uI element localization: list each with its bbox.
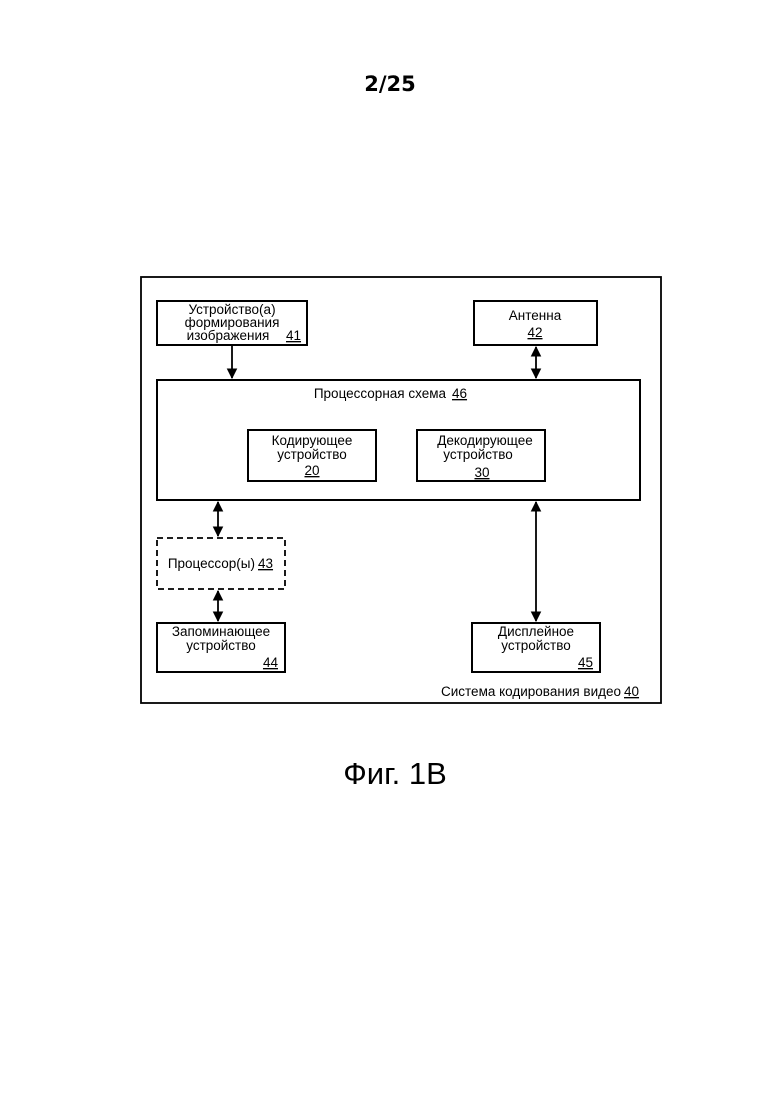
- memory-box: Запоминающее устройство 44: [157, 623, 285, 672]
- encoder-box: Кодирующее устройство 20: [248, 430, 376, 481]
- system-label: Система кодирования видео: [441, 684, 621, 699]
- svg-text:изображения: изображения: [187, 328, 270, 343]
- svg-text:Запоминающее: Запоминающее: [172, 624, 270, 639]
- decoder-box: Декодирующее устройство 30: [417, 430, 545, 481]
- svg-text:Кодирующее: Кодирующее: [272, 433, 353, 448]
- svg-text:41: 41: [286, 328, 301, 343]
- svg-text:Декодирующее: Декодирующее: [437, 433, 533, 448]
- svg-text:устройство: устройство: [186, 638, 256, 653]
- svg-text:устройство: устройство: [443, 447, 513, 462]
- svg-text:Дисплейное: Дисплейное: [498, 624, 574, 639]
- svg-text:устройство: устройство: [277, 447, 347, 462]
- svg-text:44: 44: [263, 655, 279, 670]
- svg-text:Процессорная схема: Процессорная схема: [314, 386, 447, 401]
- svg-text:20: 20: [304, 463, 319, 478]
- svg-text:устройство: устройство: [501, 638, 571, 653]
- system-ref: 40: [624, 684, 639, 699]
- svg-text:43: 43: [258, 556, 273, 571]
- svg-text:30: 30: [474, 465, 489, 480]
- processor-box: Процессор(ы) 43: [157, 538, 285, 589]
- antenna-box: Антенна 42: [474, 301, 597, 345]
- processing-circuit-box: Процессорная схема 46: [157, 380, 640, 500]
- svg-text:Процессор(ы): Процессор(ы): [168, 556, 255, 571]
- figure-caption: Фиг. 1B: [0, 756, 780, 792]
- svg-text:Антенна: Антенна: [509, 308, 562, 323]
- display-box: Дисплейное устройство 45: [472, 623, 600, 672]
- imaging-device-box: Устройство(а) формирования изображения 4…: [157, 301, 307, 345]
- svg-text:46: 46: [452, 386, 467, 401]
- svg-text:45: 45: [578, 655, 593, 670]
- svg-text:42: 42: [527, 325, 542, 340]
